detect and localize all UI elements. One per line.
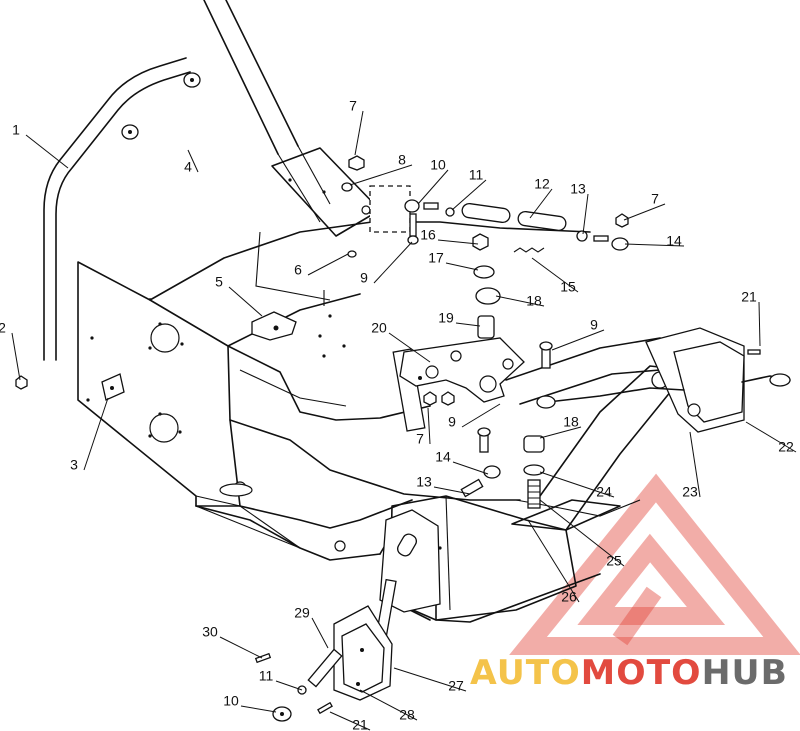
callout-number: 7 <box>651 191 659 207</box>
callout-number: 15 <box>560 279 576 295</box>
callout-leader-line <box>539 499 625 567</box>
callout-number: 20 <box>371 320 387 336</box>
watermark-text: AUTOMOTOHUB <box>470 653 788 693</box>
callout-leader-line <box>417 169 449 205</box>
callout-number: 27 <box>448 678 464 694</box>
callout-leader-line <box>452 461 489 475</box>
callout-number: 28 <box>399 707 415 723</box>
callout-leader-line <box>393 667 467 692</box>
callout-leader-line <box>529 188 553 219</box>
callout-leader-line <box>359 689 418 721</box>
callout-number: 13 <box>570 181 586 197</box>
roll-bar <box>43 57 201 361</box>
callout-number: 17 <box>428 250 444 266</box>
callout-number: 16 <box>420 227 436 243</box>
callout-number: 5 <box>215 274 223 290</box>
callout-number: 6 <box>294 262 302 278</box>
callout-number: 14 <box>666 233 682 249</box>
callout-number: 1 <box>12 122 20 138</box>
callout-number: 2 <box>0 320 6 336</box>
callout-leader-line <box>623 203 666 221</box>
callout-leader-line <box>437 239 479 245</box>
callout-number: 18 <box>526 293 542 309</box>
callout-leader-line <box>228 286 263 317</box>
callout-number: 11 <box>469 167 484 183</box>
callout-leader-line <box>758 301 761 347</box>
callout-number: 7 <box>349 98 357 114</box>
callout-leader-line <box>219 636 263 659</box>
callout-leader-line <box>527 519 580 603</box>
svg-text:AUTOMOTOHUB: AUTOMOTOHUB <box>470 653 788 693</box>
callout-leader-line <box>539 426 582 439</box>
callout-leader-line <box>445 262 479 271</box>
callout-number: 14 <box>435 449 451 465</box>
callout-leader-line <box>187 149 199 173</box>
lower-bracket-assembly <box>254 509 441 722</box>
callout-number: 10 <box>223 693 239 709</box>
callout-number: 25 <box>606 553 622 569</box>
callout-number: 4 <box>184 159 192 175</box>
callout-leader-line <box>539 471 615 498</box>
callout-leader-line <box>551 329 605 351</box>
watermark-triangle <box>509 473 800 655</box>
callout-leader-line <box>455 322 481 327</box>
callout-number: 11 <box>259 668 274 684</box>
watermark-part-moto: MOTO <box>581 653 702 693</box>
callout-number: 21 <box>352 717 368 731</box>
callout-number: 26 <box>561 589 577 605</box>
callout-leader-line <box>307 253 349 276</box>
steering-column <box>203 0 411 237</box>
callout-number: 30 <box>202 624 218 640</box>
callout-leader-line <box>275 680 303 691</box>
callout-number: 23 <box>682 484 698 500</box>
watermark-part-hub: HUB <box>702 653 788 693</box>
callout-leader-line <box>745 421 797 453</box>
callout-leader-line <box>349 164 413 186</box>
callout-number: 8 <box>398 152 406 168</box>
callout-number: 22 <box>778 439 794 455</box>
callout-leader-line <box>25 134 69 169</box>
callout-leader-line <box>461 403 501 428</box>
callout-leader-line <box>240 705 277 713</box>
callout-leader-line <box>83 397 109 471</box>
callout-number: 9 <box>590 317 598 333</box>
callout-leader-line <box>427 407 431 445</box>
callout-leader-line <box>373 241 413 284</box>
callout-leader-line <box>354 110 364 156</box>
hardware-parts <box>15 155 761 509</box>
callout-number: 21 <box>741 289 757 305</box>
callout-leader-line <box>11 332 21 381</box>
callout-number: 9 <box>448 414 456 430</box>
callout-number: 10 <box>430 157 446 173</box>
callout-number: 19 <box>438 310 454 326</box>
callout-leader-line <box>433 486 471 495</box>
callout-number: 9 <box>360 270 368 286</box>
callout-leader-line <box>531 257 579 293</box>
callout-leader-line <box>582 193 589 235</box>
callout-leader-line <box>451 179 487 211</box>
callout-number: 29 <box>294 605 310 621</box>
callout-number: 7 <box>416 431 424 447</box>
callout-leader-line <box>495 295 545 307</box>
right-frame-rail <box>505 327 791 531</box>
callout-leader-line <box>311 617 329 649</box>
callout-leader-line <box>689 431 701 498</box>
callout-number: 18 <box>563 414 579 430</box>
callout-number: 24 <box>596 484 612 500</box>
callout-leader-line <box>624 243 685 247</box>
callout-number: 3 <box>70 457 78 473</box>
callout-leader-line <box>329 711 371 731</box>
callout-number: 12 <box>534 176 550 192</box>
watermark-part-auto: AUTO <box>470 653 581 693</box>
callout-leader-line <box>388 332 431 363</box>
callout-number: 13 <box>416 474 432 490</box>
